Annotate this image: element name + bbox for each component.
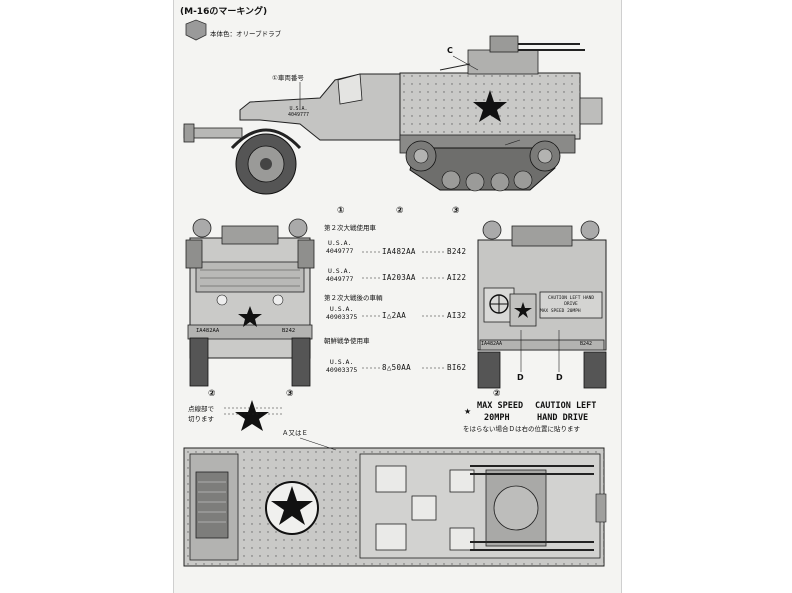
marking-code-2: IA482AA	[382, 247, 416, 256]
callout-c: C	[447, 46, 453, 55]
star-cut-note: 点線部で切ります	[188, 405, 214, 423]
marking-code-3: B242	[447, 247, 467, 256]
column-number-2: ②	[396, 206, 404, 216]
rear-view	[477, 220, 607, 389]
side-star-marking	[473, 90, 507, 122]
star-symbol: ★	[464, 407, 472, 416]
rear-speed-plate: MAX SPEED 20MPH	[540, 309, 581, 314]
side-view	[183, 19, 603, 195]
marking-code-3: BI62	[447, 363, 467, 372]
warning-plate-right-line1: CAUTION LEFT	[535, 401, 597, 411]
body-color-label: 本体色：オリーブドラブ	[210, 30, 282, 38]
plate-note: をはらない場合Ｄは右の位置に貼ります	[463, 425, 580, 433]
marking-code-2: IA203AA	[382, 273, 416, 282]
usa-serial: U.S.A.4049777	[326, 267, 354, 283]
star-cut-icon	[235, 400, 269, 431]
color-swatch-hexagon	[185, 19, 207, 41]
front-view	[185, 218, 315, 387]
page-title: (M-16のマーキング)	[180, 7, 268, 17]
warning-plate-left-line1: MAX SPEED	[477, 401, 524, 411]
callout-d-left: D	[517, 373, 524, 382]
callout-d-right: D	[556, 373, 563, 382]
usa-serial: U.S.A.40903375	[326, 305, 358, 321]
section-heading: 第２次大戦後の車輌	[324, 294, 383, 302]
rear-caution-plate: CAUTION LEFT HAND DRIVE	[547, 296, 595, 307]
rear-bumper-right-marking: B242	[580, 341, 593, 347]
warning-plate-right-line2: HAND DRIVE	[537, 413, 589, 423]
front-view-number-3: ③	[286, 389, 294, 399]
rear-bumper-left-marking: IA482AA	[481, 341, 503, 347]
usa-serial: U.S.A.40903375	[326, 358, 358, 374]
vehicle-number-label: ①車両番号	[272, 74, 304, 82]
column-number-1: ①	[337, 206, 345, 216]
front-view-number-2: ②	[208, 389, 216, 399]
top-view	[183, 437, 607, 567]
usa-serial: U.S.A.4049777	[326, 239, 354, 255]
side-usa-marking: U.S.A.4049777	[288, 106, 310, 118]
section-heading: 朝鮮戦争使用車	[324, 337, 370, 345]
front-bumper-left-marking: IA482AA	[196, 328, 220, 334]
marking-code-3: AI32	[447, 311, 467, 320]
marking-code-3: AI22	[447, 273, 467, 282]
top-star-marking	[271, 486, 313, 525]
marking-code-2: I△2AA	[382, 311, 407, 320]
front-bumper-right-marking: B242	[282, 328, 296, 334]
marking-code-2: 8△50AA	[382, 363, 411, 372]
warning-plate-left-line2: 20MPH	[484, 413, 510, 423]
top-view-note: Ａ又はＥ	[282, 429, 308, 437]
column-number-3: ③	[452, 206, 460, 216]
section-heading: 第２次大戦使用車	[324, 224, 376, 232]
rear-view-number-2: ②	[493, 389, 501, 399]
